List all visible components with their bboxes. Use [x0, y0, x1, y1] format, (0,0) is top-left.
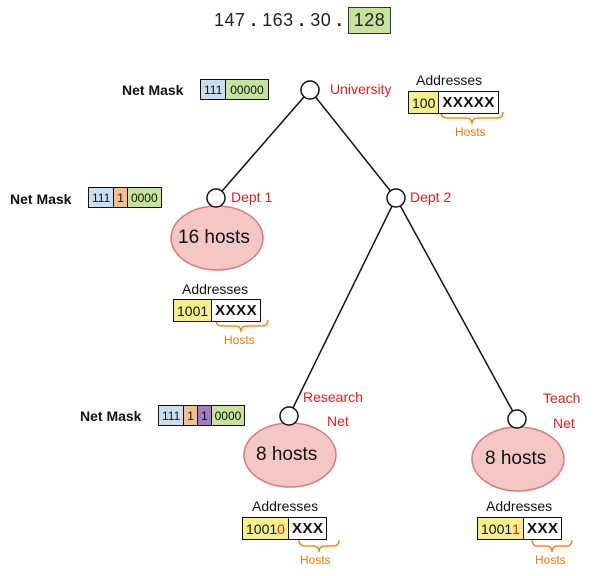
ip-dot-1: . — [251, 10, 257, 30]
ip-octet-2: 163 — [262, 10, 294, 30]
node-research[interactable] — [279, 406, 299, 426]
label-research-line2: Net — [327, 413, 349, 429]
ip-dot-2: . — [299, 10, 305, 30]
dept1-hosts-text: 16 hosts — [178, 227, 250, 248]
teach-hosts-text: 8 hosts — [485, 448, 547, 469]
netmask-2: 111 1 0000 — [88, 187, 162, 208]
netmask-1-host: 00000 — [226, 80, 268, 99]
edge-university-dept2 — [309, 89, 397, 199]
addresses-heading-teach: Addresses — [486, 498, 553, 514]
addresses-research-prefix-b: 0 — [277, 520, 285, 537]
ip-octet-4: 128 — [347, 7, 392, 34]
research-hosts-text: 8 hosts — [256, 444, 318, 465]
ip-dot-3: . — [336, 10, 343, 30]
label-dept1: Dept 1 — [231, 189, 273, 205]
addresses-university-prefix: 100 — [409, 92, 440, 113]
addresses-university: 100 XXXXX — [408, 91, 499, 114]
netmask-1-network: 111 — [201, 80, 227, 99]
addresses-heading-university: Addresses — [416, 72, 483, 88]
ip-address: 147 . 163 . 30 . 128 — [214, 7, 392, 34]
addresses-teach-host-bits: XXX — [523, 518, 562, 539]
netmask-2-host: 0000 — [127, 188, 161, 207]
netmask-3-label: Net Mask — [80, 408, 142, 424]
netmask-2-label: Net Mask — [10, 191, 72, 207]
netmask-1-label: Net Mask — [122, 82, 184, 98]
hosts-label-dept1: Hosts — [224, 333, 255, 347]
hosts-brace-university — [440, 111, 504, 125]
hosts-brace-dept1 — [215, 319, 269, 333]
addresses-heading-research: Addresses — [252, 498, 319, 514]
label-teach-line1: Teach — [543, 390, 581, 406]
addresses-research-prefix-a: 1001 — [246, 520, 278, 537]
edge-dept2-research — [288, 197, 397, 417]
addresses-heading-dept1: Addresses — [182, 281, 249, 297]
addresses-dept1-prefix: 1001 — [174, 300, 213, 321]
label-university: University — [330, 81, 392, 97]
netmask-1: 111 00000 — [200, 79, 269, 100]
node-dept2[interactable] — [386, 188, 406, 208]
node-teach[interactable] — [507, 409, 527, 429]
edge-university-dept1 — [215, 89, 311, 199]
label-teach-line2: Net — [553, 415, 575, 431]
netmask-3-subnet-2: 1 — [197, 406, 212, 425]
hosts-label-research: Hosts — [300, 553, 331, 567]
hosts-label-university: Hosts — [455, 125, 486, 139]
netmask-2-network: 111 — [89, 188, 115, 207]
node-dept1[interactable] — [206, 188, 226, 208]
netmask-2-subnet: 1 — [114, 188, 128, 207]
addresses-university-host-bits: XXXXX — [439, 92, 498, 113]
hosts-brace-research — [298, 539, 340, 553]
ip-octet-3: 30 — [310, 10, 332, 30]
netmask-3-subnet-1: 1 — [184, 406, 198, 425]
addresses-teach-prefix-b: 1 — [512, 520, 520, 537]
netmask-3-host: 0000 — [211, 406, 245, 425]
addresses-dept1: 1001 XXXX — [173, 299, 262, 322]
netmask-3: 111 1 1 0000 — [158, 405, 246, 426]
label-research-line1: Research — [303, 389, 363, 405]
hosts-label-teach: Hosts — [535, 553, 566, 567]
edge-dept2-teach — [395, 197, 518, 420]
netmask-3-network: 111 — [159, 406, 185, 425]
addresses-dept1-host-bits: XXXX — [212, 300, 261, 321]
ip-octet-1: 147 — [214, 10, 246, 30]
label-dept2: Dept 2 — [410, 189, 452, 205]
node-university[interactable] — [300, 80, 320, 100]
addresses-teach-prefix-a: 1001 — [481, 520, 513, 537]
addresses-research-host-bits: XXX — [288, 518, 327, 539]
hosts-brace-teach — [531, 539, 573, 553]
